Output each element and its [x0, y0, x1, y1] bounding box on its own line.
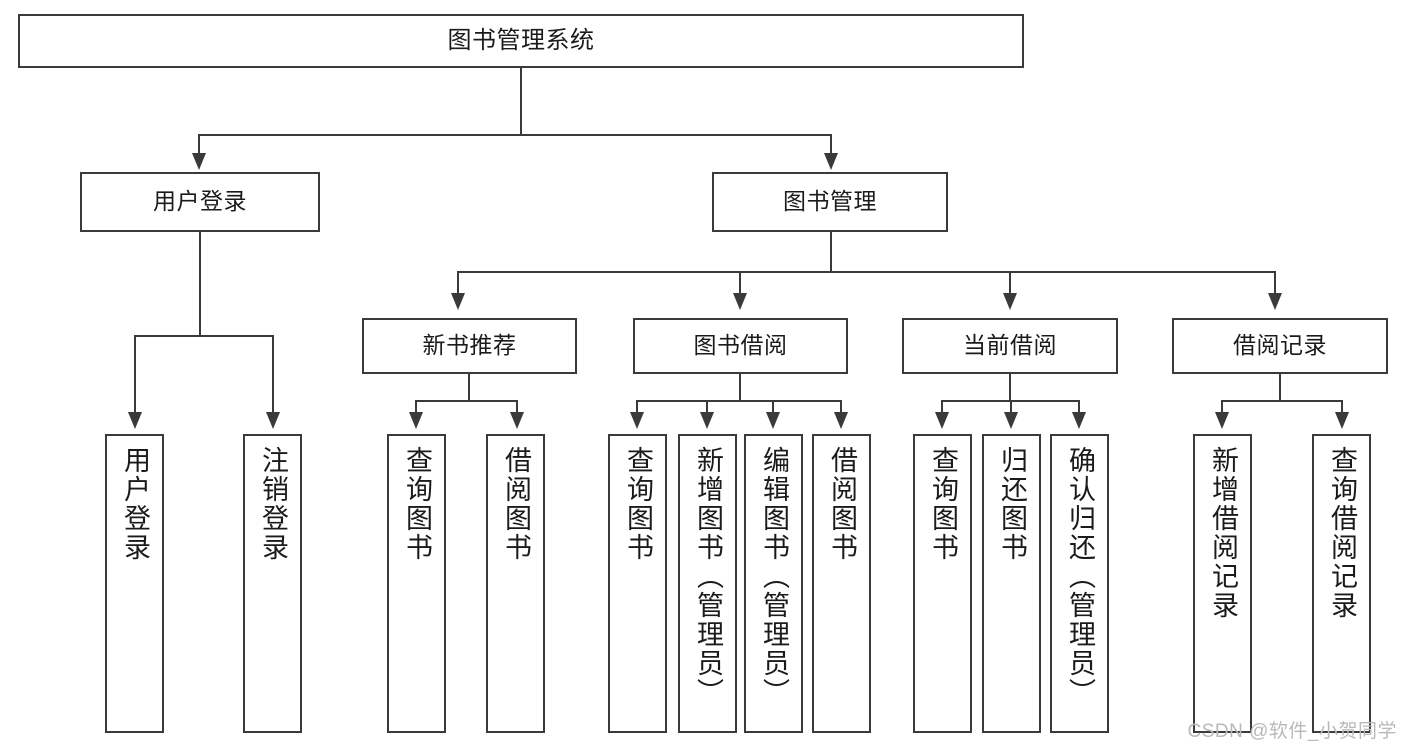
edge-bm-c3 — [1009, 271, 1011, 295]
node-book-manage-label: 图书管理 — [783, 188, 877, 215]
arrow-cb-l2 — [1004, 412, 1018, 429]
edge-nbr-l2 — [516, 400, 518, 414]
node-user-login[interactable]: 用户登录 — [80, 172, 320, 232]
arrow-nbr-l2 — [510, 412, 524, 429]
node-leaf-user-login-label: 用户登录 — [120, 446, 150, 562]
node-leaf-query-book-1-label: 查询图书 — [402, 446, 432, 562]
node-leaf-edit-book-label: 编辑图书（管理员） — [759, 446, 789, 707]
edge-br-l2 — [1341, 400, 1343, 414]
node-leaf-query-book-1[interactable]: 查询图书 — [387, 434, 446, 733]
node-borrow-record-label: 借阅记录 — [1233, 332, 1327, 359]
node-leaf-add-book-label: 新增图书（管理员） — [693, 446, 723, 707]
arrow-bm-c1 — [451, 293, 465, 310]
arrow-root-to-book-manage — [824, 153, 838, 170]
edge-book-manage-trunk — [830, 232, 832, 272]
edge-cb-l1 — [941, 400, 943, 414]
node-leaf-query-record-label: 查询借阅记录 — [1327, 446, 1357, 620]
edge-root-trunk — [520, 68, 522, 136]
arrow-bm-c4 — [1268, 293, 1282, 310]
edge-user-login-l1 — [134, 335, 136, 414]
edge-cb-l2 — [1010, 400, 1012, 414]
node-leaf-add-record-label: 新增借阅记录 — [1208, 446, 1238, 620]
edge-br-bar — [1221, 400, 1342, 402]
edge-user-login-l2 — [272, 335, 274, 414]
edge-bb-l2 — [706, 400, 708, 414]
node-leaf-query-book-2-label: 查询图书 — [623, 446, 653, 562]
arrow-bm-c2 — [733, 293, 747, 310]
node-leaf-return-book-label: 归还图书 — [997, 446, 1027, 562]
node-new-book-rec[interactable]: 新书推荐 — [362, 318, 577, 374]
edge-cb-trunk — [1009, 374, 1011, 401]
edge-br-trunk — [1279, 374, 1281, 401]
edge-nbr-bar — [415, 400, 517, 402]
edge-bb-l3 — [772, 400, 774, 414]
node-leaf-add-record[interactable]: 新增借阅记录 — [1193, 434, 1252, 733]
node-leaf-return-book[interactable]: 归还图书 — [982, 434, 1041, 733]
node-leaf-add-book[interactable]: 新增图书（管理员） — [678, 434, 737, 733]
edge-bm-c2 — [739, 271, 741, 295]
edge-user-login-bar — [134, 335, 272, 337]
node-leaf-logout-label: 注销登录 — [258, 446, 288, 562]
node-borrow-record[interactable]: 借阅记录 — [1172, 318, 1388, 374]
arrow-bb-l3 — [766, 412, 780, 429]
node-leaf-borrow-book-1[interactable]: 借阅图书 — [486, 434, 545, 733]
node-book-borrow-label: 图书借阅 — [693, 332, 788, 359]
node-leaf-query-book-3-label: 查询图书 — [928, 446, 958, 562]
node-root-label: 图书管理系统 — [447, 26, 595, 54]
edge-bb-l1 — [636, 400, 638, 414]
arrow-user-login-l1 — [128, 412, 142, 429]
node-book-manage[interactable]: 图书管理 — [712, 172, 948, 232]
edge-bb-trunk — [739, 374, 741, 401]
arrow-user-login-l2 — [266, 412, 280, 429]
arrow-br-l1 — [1215, 412, 1229, 429]
node-leaf-confirm-return[interactable]: 确认归还（管理员） — [1050, 434, 1109, 733]
node-current-borrow-label: 当前借阅 — [963, 332, 1057, 359]
node-leaf-borrow-book-1-label: 借阅图书 — [501, 446, 531, 562]
edge-bb-bar — [636, 400, 842, 402]
arrow-cb-l3 — [1072, 412, 1086, 429]
edge-cb-bar — [941, 400, 1078, 402]
edge-bm-c1 — [457, 271, 459, 295]
arrow-root-to-user-login — [192, 153, 206, 170]
arrow-cb-l1 — [935, 412, 949, 429]
node-root[interactable]: 图书管理系统 — [18, 14, 1024, 68]
node-book-borrow[interactable]: 图书借阅 — [633, 318, 848, 374]
node-leaf-confirm-return-label: 确认归还（管理员） — [1065, 446, 1095, 707]
edge-bb-l4 — [840, 400, 842, 414]
node-leaf-edit-book[interactable]: 编辑图书（管理员） — [744, 434, 803, 733]
edge-br-l1 — [1221, 400, 1223, 414]
arrow-nbr-l1 — [409, 412, 423, 429]
node-leaf-logout[interactable]: 注销登录 — [243, 434, 302, 733]
node-leaf-query-record[interactable]: 查询借阅记录 — [1312, 434, 1371, 733]
edge-nbr-l1 — [415, 400, 417, 414]
edge-nbr-trunk — [468, 374, 470, 401]
edge-root-bar — [198, 134, 832, 136]
node-leaf-query-book-2[interactable]: 查询图书 — [608, 434, 667, 733]
node-leaf-user-login[interactable]: 用户登录 — [105, 434, 164, 733]
arrow-br-l2 — [1335, 412, 1349, 429]
edge-root-to-book-manage — [830, 134, 832, 156]
edge-bm-c4 — [1274, 271, 1276, 295]
arrow-bb-l4 — [834, 412, 848, 429]
edge-book-manage-bar — [457, 271, 1275, 273]
edge-cb-l3 — [1078, 400, 1080, 414]
node-leaf-borrow-book-2-label: 借阅图书 — [827, 446, 857, 562]
arrow-bb-l2 — [700, 412, 714, 429]
node-new-book-rec-label: 新书推荐 — [422, 332, 517, 359]
watermark: CSDN @软件_小贺同学 — [1187, 721, 1397, 742]
node-user-login-label: 用户登录 — [153, 188, 247, 215]
edge-root-to-user-login — [198, 134, 200, 156]
node-leaf-borrow-book-2[interactable]: 借阅图书 — [812, 434, 871, 733]
arrow-bm-c3 — [1003, 293, 1017, 310]
arrow-bb-l1 — [630, 412, 644, 429]
node-current-borrow[interactable]: 当前借阅 — [902, 318, 1118, 374]
edge-user-login-trunk — [199, 232, 201, 335]
node-leaf-query-book-3[interactable]: 查询图书 — [913, 434, 972, 733]
